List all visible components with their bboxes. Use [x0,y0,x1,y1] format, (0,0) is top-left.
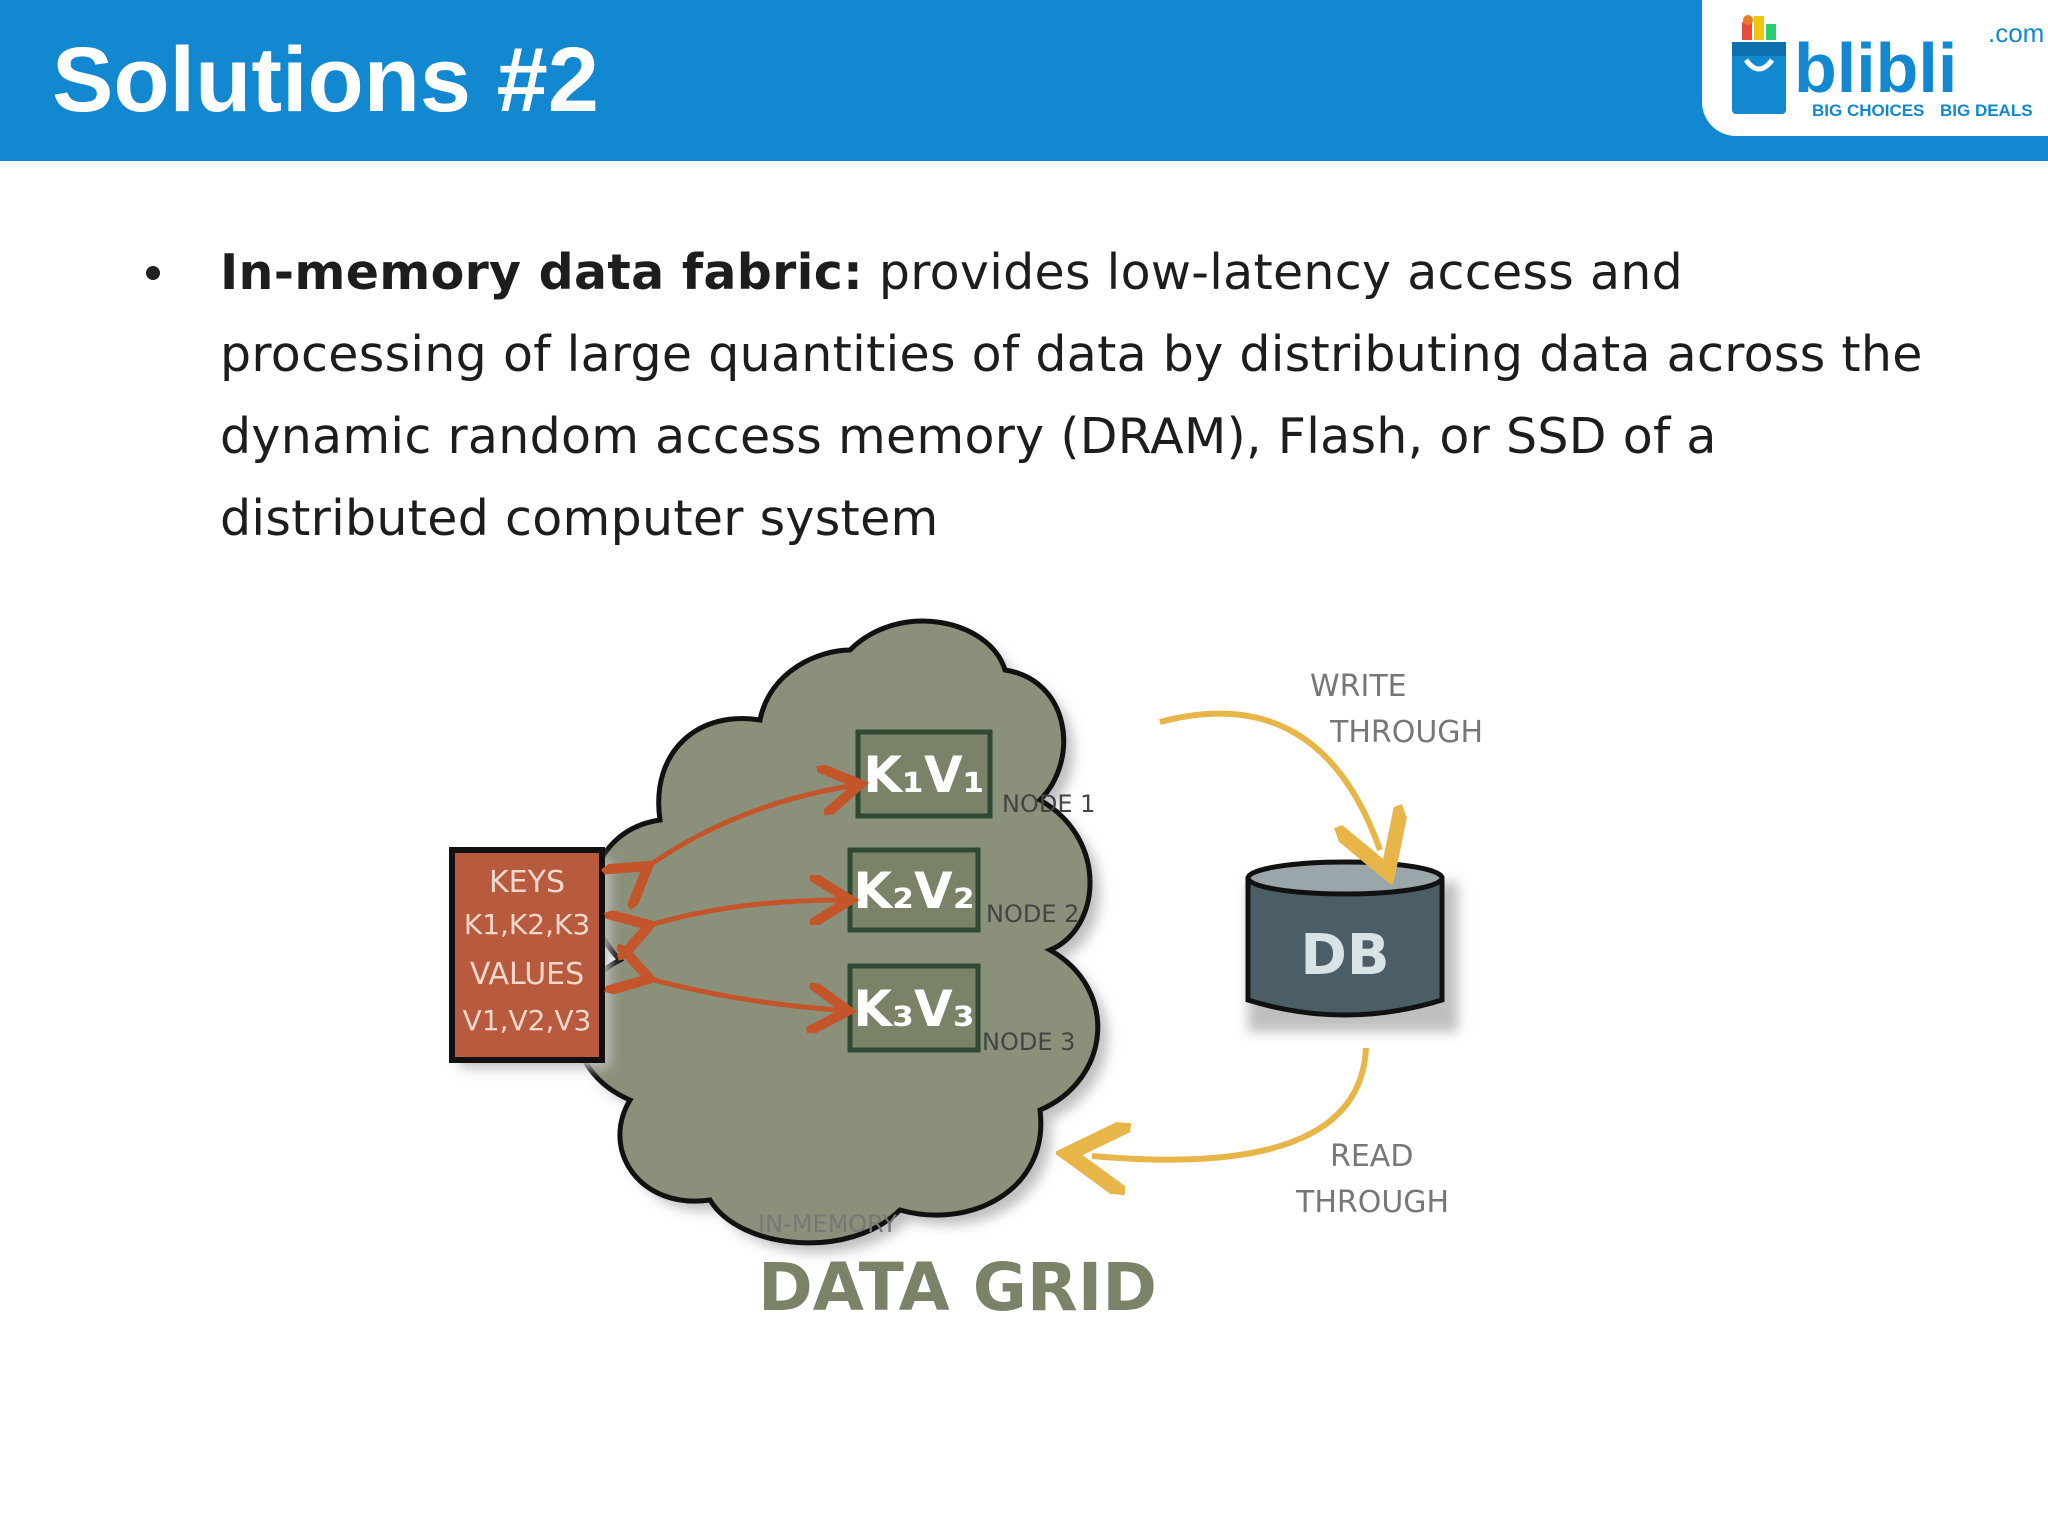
read-through-arrow [1092,1047,1369,1160]
in-memory-data-grid-diagram: K₁V₁ NODE 1 K₂V₂ NODE 2 K₃V₃ NODE 3 KEYS… [449,618,1483,1326]
write-label: WRITE [1310,669,1407,704]
arrow-keys-node-1 [640,786,850,872]
logo-brand: blibli [1794,29,1957,107]
arrow-keys-node-2 [640,900,840,928]
write-through-arrow [1159,710,1380,850]
grid-caption-small: IN-MEMORY [758,1210,897,1238]
keys-title: KEYS [489,865,565,900]
node-box-1: K₁V₁ NODE 1 [855,729,1095,819]
slide-title: Solutions #2 [52,29,599,131]
database-cylinder: DB [1245,859,1458,1032]
bullet-dot [146,266,160,280]
data-grid-cloud [573,618,1101,1246]
blibli-logo: blibli .com BIG CHOICES BIG DEALS [1732,15,2044,120]
read-label: READ [1330,1139,1413,1174]
bullet-description: provides low-latency access and processi… [220,244,1923,547]
keys-values-box: KEYS K1,K2,K3 VALUES V1,V2,V3 [449,847,605,1063]
bullet-text: In-memory data fabric: provides low-late… [220,232,1950,560]
node-3-label: NODE 3 [982,1028,1075,1056]
logo-tagline-left: BIG CHOICES [1812,101,1924,120]
node-box-3: K₃V₃ NODE 3 [847,963,1075,1056]
grid-caption-big: DATA GRID [758,1249,1157,1326]
keys-list: K1,K2,K3 [464,908,590,941]
logo-tagline-right: BIG DEALS [1940,101,2033,120]
values-title: VALUES [470,957,584,992]
node-2-label: NODE 2 [986,900,1079,928]
bullet-term: In-memory data fabric: [220,244,863,301]
arrow-keys-node-3 [640,976,838,1010]
logo-suffix: .com [1988,18,2044,48]
shopping-bag-icon [1732,15,1786,114]
node-1-label: NODE 1 [1002,790,1095,818]
values-list: V1,V2,V3 [463,1004,592,1037]
node-3-kv: K₃V₃ [853,980,974,1038]
write-through-label: THROUGH [1329,715,1483,750]
node-1-kv: K₁V₁ [863,746,984,804]
node-2-kv: K₂V₂ [853,862,974,920]
db-label: DB [1300,923,1389,988]
read-through-label: THROUGH [1295,1185,1449,1220]
node-box-2: K₂V₂ NODE 2 [847,847,1079,933]
